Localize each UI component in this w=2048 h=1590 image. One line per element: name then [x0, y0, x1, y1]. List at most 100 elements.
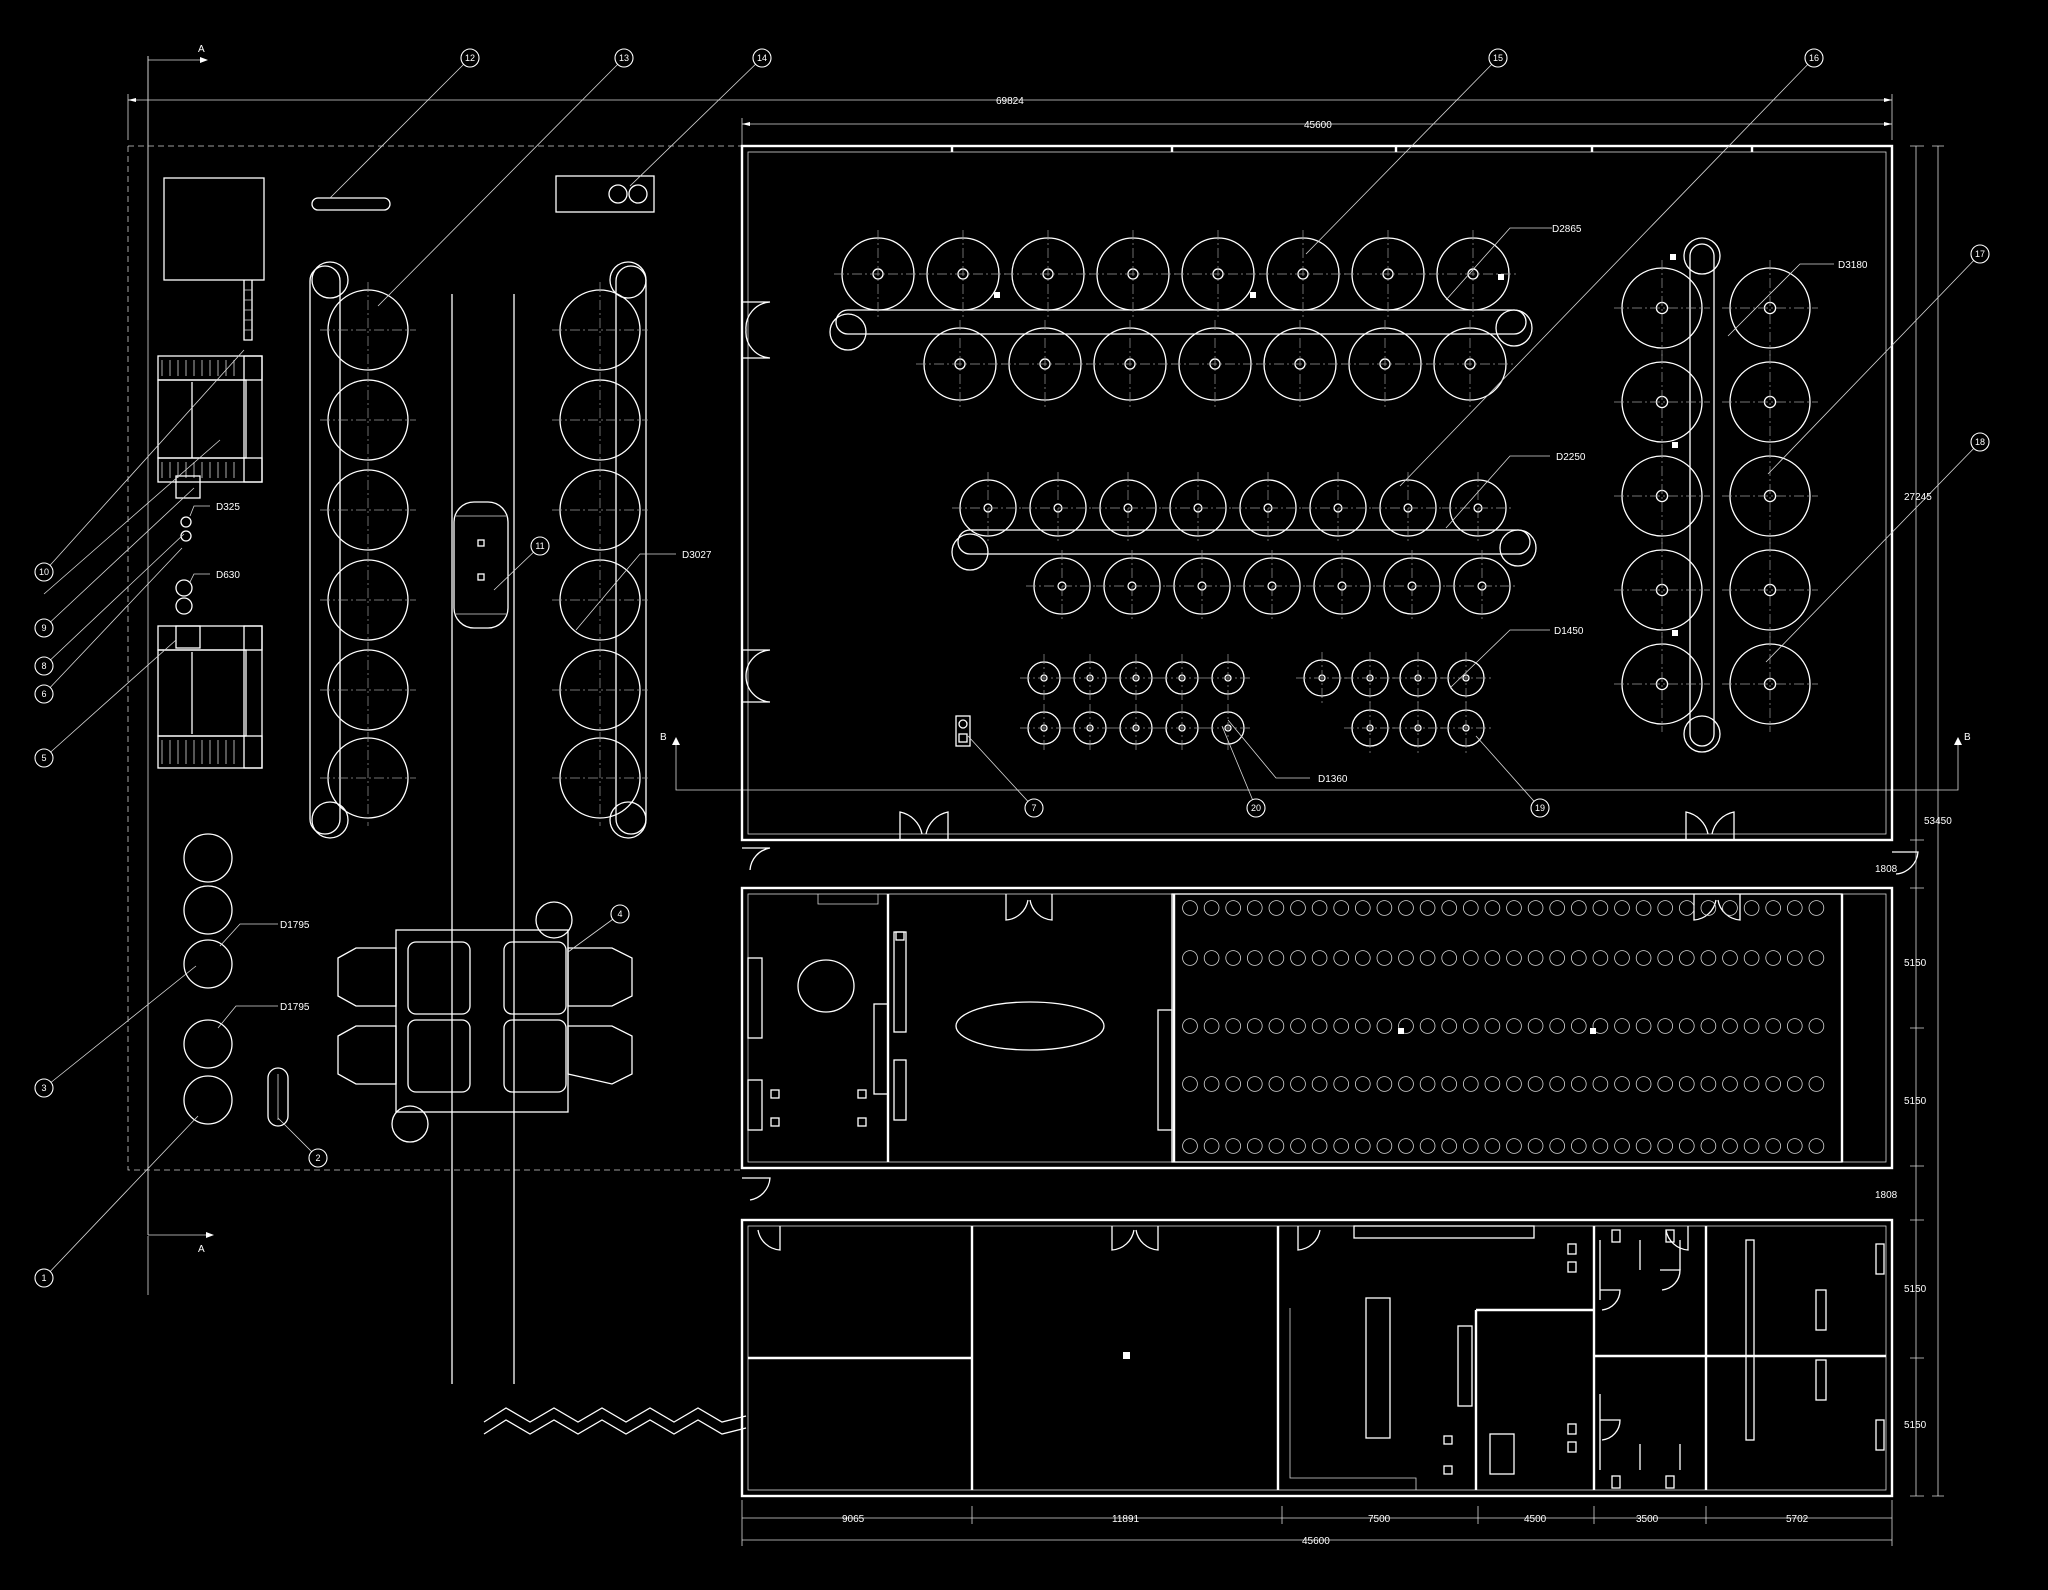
small-tank — [1355, 1076, 1371, 1092]
small-tank — [1635, 1018, 1652, 1034]
svg-text:18: 18 — [1975, 437, 1985, 447]
small-tank — [1657, 1018, 1673, 1034]
small-tank — [1527, 1138, 1544, 1154]
small-tank — [1614, 1018, 1630, 1034]
tank-d3180 — [1722, 260, 1818, 356]
middle-building-walls — [740, 847, 1919, 1201]
small-tank — [1700, 950, 1717, 966]
svg-text:3: 3 — [41, 1083, 46, 1093]
small-tank — [1463, 900, 1479, 916]
callout-7: 7 — [1024, 798, 1044, 818]
callout-5: 5 — [34, 748, 54, 768]
tank-d3180 — [1614, 448, 1710, 544]
callout-16: 16 — [1804, 48, 1824, 68]
small-tank — [1311, 1018, 1328, 1034]
tank-d2865 — [1086, 320, 1174, 408]
small-tank — [1290, 1018, 1306, 1034]
tank-d3180 — [1722, 448, 1818, 544]
dim-3500: 3500 — [1636, 1514, 1659, 1525]
tank-d2865 — [1344, 230, 1432, 318]
tank-d1450 — [1392, 652, 1444, 704]
small-tank — [1614, 1076, 1630, 1092]
svg-text:7: 7 — [1031, 803, 1036, 813]
small-tank — [1203, 900, 1220, 916]
small-tank — [1247, 950, 1263, 966]
small-tank — [1311, 900, 1328, 916]
label-d2250: D2250 — [1556, 452, 1586, 463]
callout-13: 13 — [614, 48, 634, 68]
label-d1795-b: D1795 — [280, 1002, 310, 1013]
tank-d2250 — [1442, 472, 1514, 544]
bottom-building-walls — [740, 1218, 1894, 1498]
small-tank — [1635, 900, 1652, 916]
leader-lines: D2865 D3180 D2250 D1450 D1360 D3027 D325… — [43, 57, 1981, 1279]
tank-d2250 — [1372, 472, 1444, 544]
small-tank — [1765, 950, 1781, 966]
small-tank — [1592, 1138, 1609, 1154]
dim-4500: 4500 — [1524, 1514, 1547, 1525]
small-tank — [1182, 1018, 1198, 1034]
svg-text:19: 19 — [1535, 803, 1545, 813]
small-tank — [1376, 1018, 1393, 1034]
tank-d2865 — [1259, 230, 1347, 318]
small-tank — [1743, 1076, 1760, 1092]
small-tank — [1290, 1138, 1306, 1154]
small-tank — [1182, 950, 1198, 966]
small-tank — [1203, 1076, 1220, 1092]
dim-27245: 27245 — [1904, 492, 1932, 503]
svg-text:14: 14 — [757, 53, 767, 63]
tank-d2865 — [1341, 320, 1429, 408]
small-tank — [1592, 1076, 1609, 1092]
small-tank — [1463, 950, 1479, 966]
small-tank — [1484, 900, 1501, 916]
small-tank — [1592, 900, 1609, 916]
small-tank — [1765, 1018, 1781, 1034]
small-tank — [1787, 900, 1803, 916]
small-tank — [1635, 1076, 1652, 1092]
dim-1808-b: 1808 — [1875, 1190, 1898, 1201]
small-tank — [1527, 900, 1544, 916]
tank-d2865 — [1001, 320, 1089, 408]
svg-text:12: 12 — [465, 53, 475, 63]
small-tank — [1290, 1076, 1306, 1092]
small-tank — [1398, 1076, 1414, 1092]
dim-45600-bottom: 45600 — [1302, 1536, 1330, 1547]
svg-text:9: 9 — [41, 623, 46, 633]
small-tank — [1808, 900, 1825, 916]
small-tank — [1398, 1018, 1414, 1034]
tank-d2250 — [1026, 550, 1098, 622]
small-tank — [1527, 950, 1544, 966]
small-tank — [1333, 1076, 1349, 1092]
svg-text:11: 11 — [535, 541, 544, 551]
small-tank — [1355, 900, 1371, 916]
small-tank — [1355, 950, 1371, 966]
small-tank — [1787, 1138, 1803, 1154]
tank-d2250 — [1446, 550, 1518, 622]
tank-d2865 — [916, 320, 1004, 408]
small-tank — [1376, 900, 1393, 916]
small-tank — [1787, 1076, 1803, 1092]
tank-d1450 — [1392, 702, 1444, 754]
small-tank — [1679, 950, 1695, 966]
small-tank — [1614, 1138, 1630, 1154]
small-tank — [1722, 900, 1738, 916]
vessel-11 — [453, 501, 509, 629]
small-tank — [1700, 1138, 1717, 1154]
small-tank — [1182, 900, 1198, 916]
small-tank — [1441, 1076, 1457, 1092]
small-tank — [1225, 1076, 1241, 1092]
tank-row-d3027 — [552, 261, 648, 839]
small-tank — [1592, 1018, 1609, 1034]
small-tank — [1311, 1076, 1328, 1092]
callout-18: 18 — [1970, 432, 1990, 452]
label-d2865: D2865 — [1552, 224, 1582, 235]
tank-d2250 — [1162, 472, 1234, 544]
tank-d2250 — [1376, 550, 1448, 622]
small-tank — [1225, 1018, 1241, 1034]
dim-69824: 69824 — [996, 96, 1024, 107]
tank-d2865 — [1174, 230, 1262, 318]
tank-d1360 — [1066, 654, 1114, 702]
small-tank — [1463, 1076, 1479, 1092]
small-tank — [1182, 1076, 1198, 1092]
